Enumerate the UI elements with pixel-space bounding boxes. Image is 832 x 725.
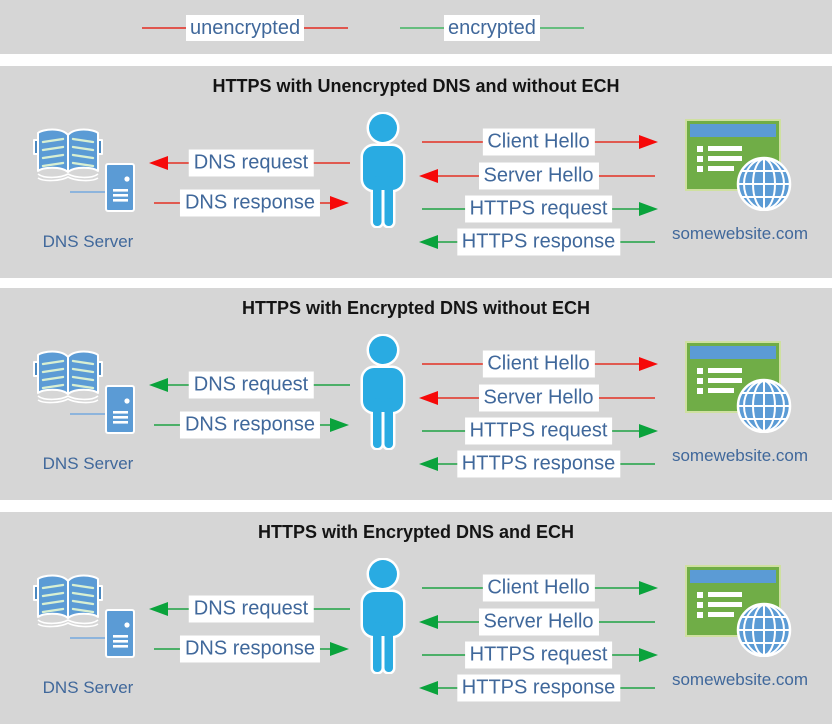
legend-item-unencrypted: unencrypted [142, 15, 349, 41]
arrow-label: Client Hello [482, 574, 595, 602]
arrow-label: Server Hello [478, 384, 599, 412]
arrow-head-right-icon [330, 418, 349, 432]
dns-server-icon [33, 128, 135, 212]
dns-server-caption: DNS Server [42, 232, 134, 251]
arrow-label: DNS request [188, 371, 314, 399]
arrow-head-left-icon [149, 602, 168, 616]
panel-title: HTTPS with Encrypted DNS and ECH [257, 522, 575, 542]
website-icon-slot [680, 562, 805, 658]
unencrypted-line-sample [304, 27, 349, 29]
panel-title: HTTPS with Encrypted DNS without ECH [241, 298, 590, 318]
arrow-label: HTTPS response [456, 450, 621, 478]
arrow-head-right-icon [639, 424, 658, 438]
browser-window-icon [685, 119, 781, 191]
dns-server-icon-slot [30, 568, 145, 663]
arrow-head-right-icon [330, 642, 349, 656]
arrow-head-left-icon [419, 391, 438, 405]
arrow-label: HTTPS response [456, 674, 621, 702]
user-icon [360, 333, 406, 451]
arrow-label: Client Hello [482, 128, 595, 156]
browser-window-icon [685, 341, 781, 413]
legend-bar: unencrypted encrypted [0, 0, 832, 54]
user-icon-slot [351, 557, 415, 675]
arrow-label: DNS request [188, 149, 314, 177]
encrypted-line-sample [539, 27, 584, 29]
arrow-head-left-icon [419, 457, 438, 471]
arrow-head-right-icon [639, 357, 658, 371]
book-icon [33, 574, 103, 628]
globe-icon [736, 378, 792, 434]
website-caption: somewebsite.com [671, 670, 809, 689]
arrow-label: DNS response [179, 189, 321, 217]
website-icon [685, 341, 792, 434]
website-caption: somewebsite.com [671, 224, 809, 243]
arrow-label: HTTPS response [456, 228, 621, 256]
arrow-label: HTTPS request [464, 417, 613, 445]
encrypted-line-sample [400, 27, 444, 29]
arrow-label: Client Hello [482, 350, 595, 378]
arrow-label: DNS response [179, 635, 321, 663]
arrow-head-left-icon [149, 378, 168, 392]
legend-label: unencrypted [186, 15, 305, 41]
book-icon [33, 128, 103, 182]
arrow-label: DNS response [179, 411, 321, 439]
arrow-label: HTTPS request [464, 195, 613, 223]
user-icon [360, 111, 406, 229]
arrow-head-right-icon [639, 648, 658, 662]
website-icon-slot [680, 116, 805, 212]
arrow-head-right-icon [639, 135, 658, 149]
arrow-head-right-icon [330, 196, 349, 210]
server-tower-icon [105, 163, 135, 212]
arrow-head-left-icon [419, 615, 438, 629]
panel-title: HTTPS with Unencrypted DNS and without E… [212, 76, 620, 96]
dns-server-icon-slot [30, 122, 145, 217]
arrow-head-left-icon [419, 681, 438, 695]
panel-unencrypted-dns-no-ech: HTTPS with Unencrypted DNS and without E… [0, 66, 832, 278]
website-icon-slot [680, 338, 805, 434]
arrow-label: HTTPS request [464, 641, 613, 669]
user-icon-slot [351, 111, 415, 229]
book-icon [33, 350, 103, 404]
website-caption: somewebsite.com [671, 446, 809, 465]
server-tower-icon [105, 385, 135, 434]
dns-server-icon-slot [30, 344, 145, 439]
dns-server-caption: DNS Server [42, 678, 134, 697]
arrow-head-right-icon [639, 202, 658, 216]
arrow-label: Server Hello [478, 162, 599, 190]
legend-item-encrypted: encrypted [400, 15, 584, 41]
unencrypted-line-sample [142, 27, 186, 29]
website-icon [685, 119, 792, 212]
dns-server-icon [33, 350, 135, 434]
globe-icon [736, 602, 792, 658]
legend-label: encrypted [444, 15, 540, 41]
arrow-label: Server Hello [478, 608, 599, 636]
globe-icon [736, 156, 792, 212]
server-tower-icon [105, 609, 135, 658]
dns-server-caption: DNS Server [42, 454, 134, 473]
dns-server-icon [33, 574, 135, 658]
panel-encrypted-dns-no-ech: HTTPS with Encrypted DNS without ECH DNS… [0, 288, 832, 500]
website-icon [685, 565, 792, 658]
arrow-label: DNS request [188, 595, 314, 623]
user-icon-slot [351, 333, 415, 451]
user-icon [360, 557, 406, 675]
arrow-head-left-icon [149, 156, 168, 170]
arrow-head-left-icon [419, 169, 438, 183]
arrow-head-right-icon [639, 581, 658, 595]
arrow-head-left-icon [419, 235, 438, 249]
panel-encrypted-dns-with-ech: HTTPS with Encrypted DNS and ECH DNS Ser… [0, 512, 832, 724]
